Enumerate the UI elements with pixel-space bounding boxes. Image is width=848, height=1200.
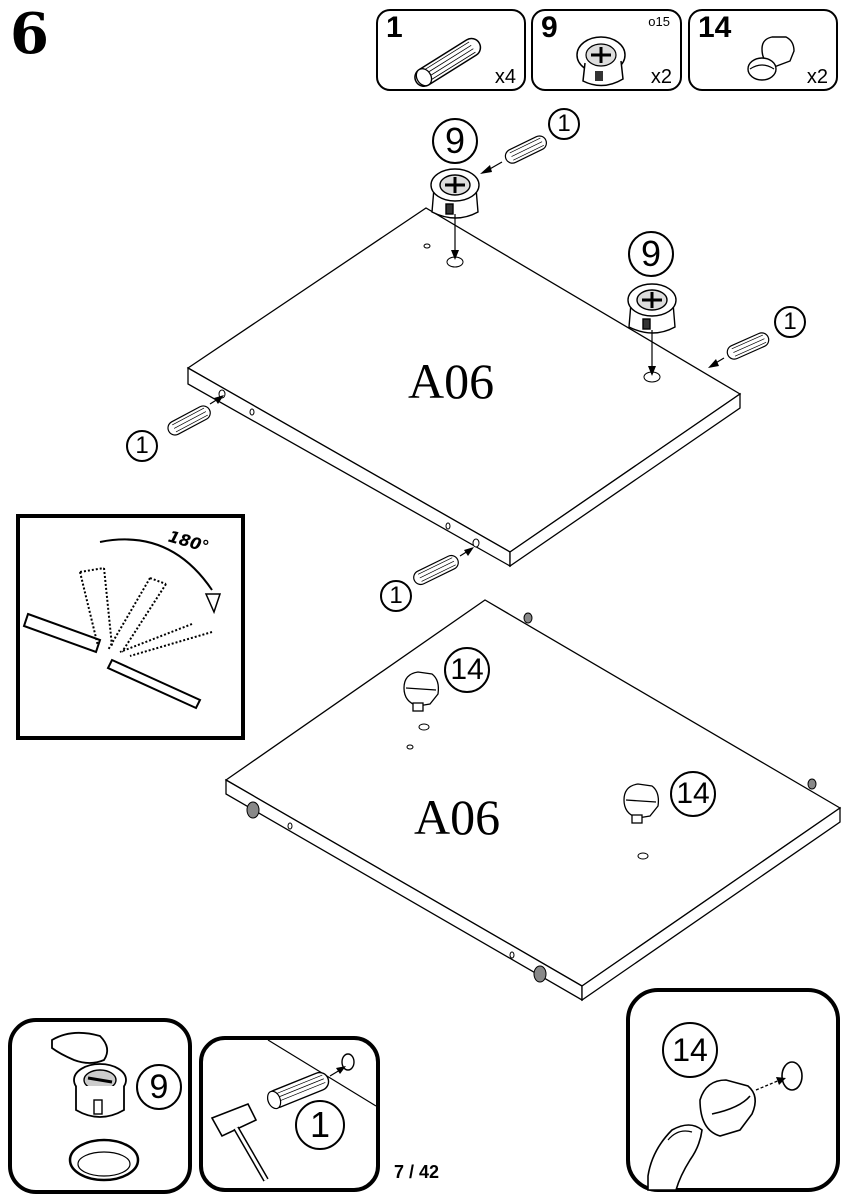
callout-cam-bolt: 14	[670, 771, 716, 817]
part-qty: x4	[494, 66, 516, 88]
callout-cam-bolt: 14	[662, 1022, 718, 1078]
callout-dowel: 1	[295, 1100, 345, 1150]
part-qty: x2	[806, 66, 828, 88]
callout-dowel: 1	[774, 306, 806, 338]
callout-cam-lock: 9	[136, 1064, 182, 1110]
callout-cam-bolt: 14	[444, 647, 490, 693]
arrow-head	[648, 366, 656, 376]
part-qty: x2	[650, 66, 672, 88]
lower-board	[224, 599, 842, 1002]
callout-cam-lock: 9	[432, 118, 478, 164]
part-box-dowel: 1 x4	[376, 9, 526, 91]
part-box-cam-bolt: 14 x2	[688, 9, 838, 91]
callout-dowel: 1	[548, 108, 580, 140]
cam-bolt-icon	[403, 671, 440, 712]
part-size-note: o15	[648, 14, 670, 29]
dowel-icon	[414, 37, 482, 87]
dowel-icon	[167, 405, 211, 436]
board-label-upper: A06	[408, 353, 495, 409]
cam-bolt-inset	[626, 988, 840, 1192]
cam-lock-inset	[8, 1018, 192, 1194]
callout-dowel: 1	[126, 430, 158, 462]
cam-lock-icon	[430, 168, 480, 219]
dowel-icon	[246, 612, 817, 983]
cam-bolt-icon	[747, 36, 795, 81]
callout-dowel: 1	[380, 580, 412, 612]
dowel-icon	[726, 332, 770, 360]
cam-lock-icon	[627, 283, 677, 334]
step-number: 6	[10, 1, 49, 67]
part-id: 9	[541, 11, 558, 44]
rotation-inset	[16, 514, 245, 740]
arrow-head	[451, 250, 459, 260]
hammer-icon	[210, 1102, 269, 1182]
board-label-lower: A06	[414, 789, 501, 845]
page-number: 7 / 42	[394, 1162, 440, 1182]
cam-lock-icon	[576, 36, 626, 87]
part-box-cam-lock: 9 o15 x2	[531, 9, 682, 91]
lower-board-holes	[287, 723, 649, 959]
part-id: 14	[698, 11, 732, 44]
dowel-icon	[413, 554, 459, 586]
upper-board-holes	[218, 243, 661, 548]
upper-board	[186, 207, 742, 568]
cam-bolt-icon	[623, 783, 660, 824]
dowel-hammer-inset	[199, 1036, 380, 1192]
dowel-icon	[504, 135, 547, 164]
callout-cam-lock: 9	[628, 231, 674, 277]
part-id: 1	[386, 11, 403, 44]
